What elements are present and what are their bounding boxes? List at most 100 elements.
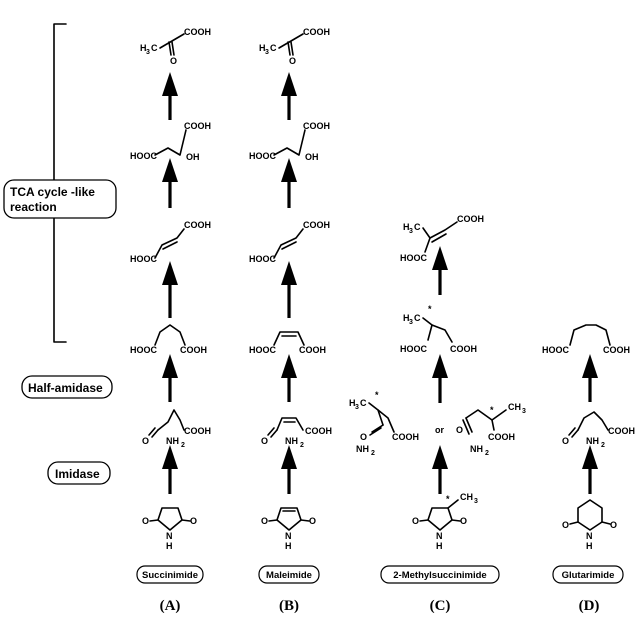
svg-text:NH: NH	[470, 444, 483, 454]
svg-text:Glutarimide: Glutarimide	[562, 570, 615, 581]
svg-text:C: C	[414, 313, 421, 323]
svg-text:O: O	[360, 432, 367, 442]
succinimide-ring-a: O O N H	[142, 507, 197, 551]
svg-text:*: *	[446, 494, 450, 504]
svg-text:3: 3	[409, 228, 413, 235]
tca-label-line2: reaction	[10, 200, 57, 214]
svg-text:CH: CH	[508, 402, 521, 412]
svg-text:O: O	[460, 516, 467, 526]
svg-text:3: 3	[265, 49, 269, 56]
svg-text:COOH: COOH	[299, 345, 326, 355]
svg-text:C: C	[360, 398, 367, 408]
svg-text:O: O	[261, 436, 268, 446]
malate-b: COOH HOOC OH	[249, 121, 330, 162]
succinate-a: HOOC COOH	[130, 324, 207, 355]
svg-text:HOOC: HOOC	[400, 344, 428, 354]
column-label-b: (B)	[279, 598, 299, 614]
svg-text:O: O	[261, 516, 268, 526]
fumarate-a: COOH HOOC	[130, 220, 211, 264]
svg-text:NH: NH	[285, 436, 298, 446]
svg-text:HOOC: HOOC	[130, 345, 158, 355]
svg-text:3: 3	[474, 498, 478, 505]
svg-text:COOH: COOH	[450, 344, 477, 354]
svg-text:H: H	[586, 541, 593, 551]
svg-text:COOH: COOH	[184, 121, 211, 131]
svg-text:N: N	[586, 531, 593, 541]
svg-text:H: H	[285, 541, 292, 551]
column-label-d: (D)	[579, 598, 600, 614]
svg-text:2-Methylsuccinimide: 2-Methylsuccinimide	[393, 570, 486, 581]
svg-text:C: C	[414, 222, 421, 232]
svg-text:2: 2	[181, 442, 185, 449]
tca-label-line1: TCA cycle -like	[10, 185, 95, 199]
svg-text:O: O	[456, 425, 463, 435]
label-glutarimide: Glutarimide	[552, 565, 624, 584]
glutarimide-ring-d: O O N H	[562, 499, 617, 551]
arrows-col-b	[281, 72, 297, 494]
label-succinimide: Succinimide	[136, 565, 204, 584]
svg-text:O: O	[289, 56, 296, 66]
svg-text:COOH: COOH	[184, 220, 211, 230]
svg-text:C: C	[151, 43, 158, 53]
label-2-methylsuccinimide: 2-Methylsuccinimide	[380, 565, 500, 584]
svg-text:H: H	[259, 43, 266, 53]
svg-text:O: O	[170, 56, 177, 66]
half-amidase-stage-label: Half-amidase	[21, 375, 113, 399]
svg-text:3: 3	[146, 49, 150, 56]
svg-text:COOH: COOH	[392, 432, 419, 442]
svg-text:H: H	[166, 541, 173, 551]
svg-text:COOH: COOH	[303, 220, 330, 230]
svg-text:O: O	[309, 516, 316, 526]
svg-text:COOH: COOH	[457, 214, 484, 224]
svg-text:HOOC: HOOC	[249, 254, 277, 264]
svg-text:HOOC: HOOC	[400, 253, 428, 263]
svg-text:H: H	[403, 313, 410, 323]
svg-text:OH: OH	[186, 152, 200, 162]
svg-text:N: N	[436, 531, 443, 541]
svg-text:3: 3	[409, 319, 413, 326]
svg-text:OH: OH	[305, 152, 319, 162]
svg-text:COOH: COOH	[305, 426, 332, 436]
svg-text:COOH: COOH	[180, 345, 207, 355]
svg-text:O: O	[562, 520, 569, 530]
svg-text:H: H	[349, 398, 356, 408]
svg-text:HOOC: HOOC	[249, 151, 277, 161]
svg-text:O: O	[562, 436, 569, 446]
svg-text:*: *	[375, 390, 379, 400]
svg-text:COOH: COOH	[303, 121, 330, 131]
column-label-c: (C)	[430, 598, 451, 614]
svg-text:HOOC: HOOC	[249, 345, 277, 355]
svg-text:CH: CH	[460, 492, 473, 502]
svg-text:2: 2	[371, 450, 375, 457]
svg-text:O: O	[142, 516, 149, 526]
svg-text:Maleimide: Maleimide	[266, 570, 312, 581]
svg-text:Succinimide: Succinimide	[142, 570, 198, 581]
svg-text:N: N	[166, 531, 173, 541]
or-text: or	[435, 425, 444, 435]
svg-text:NH: NH	[586, 436, 599, 446]
column-label-a: (A)	[160, 598, 181, 614]
svg-text:HOOC: HOOC	[542, 345, 570, 355]
svg-text:O: O	[190, 516, 197, 526]
svg-text:C: C	[270, 43, 277, 53]
svg-text:COOH: COOH	[184, 27, 211, 37]
svg-text:2: 2	[485, 450, 489, 457]
half-amidase-label: Half-amidase	[28, 381, 103, 395]
svg-text:O: O	[412, 516, 419, 526]
imidase-label: Imidase	[55, 467, 100, 481]
svg-text:3: 3	[522, 408, 526, 415]
maleimide-ring-b: O O N H	[261, 507, 316, 551]
svg-text:NH: NH	[166, 436, 179, 446]
svg-text:*: *	[490, 405, 494, 415]
arrows-col-a	[162, 72, 178, 494]
svg-text:COOH: COOH	[603, 345, 630, 355]
